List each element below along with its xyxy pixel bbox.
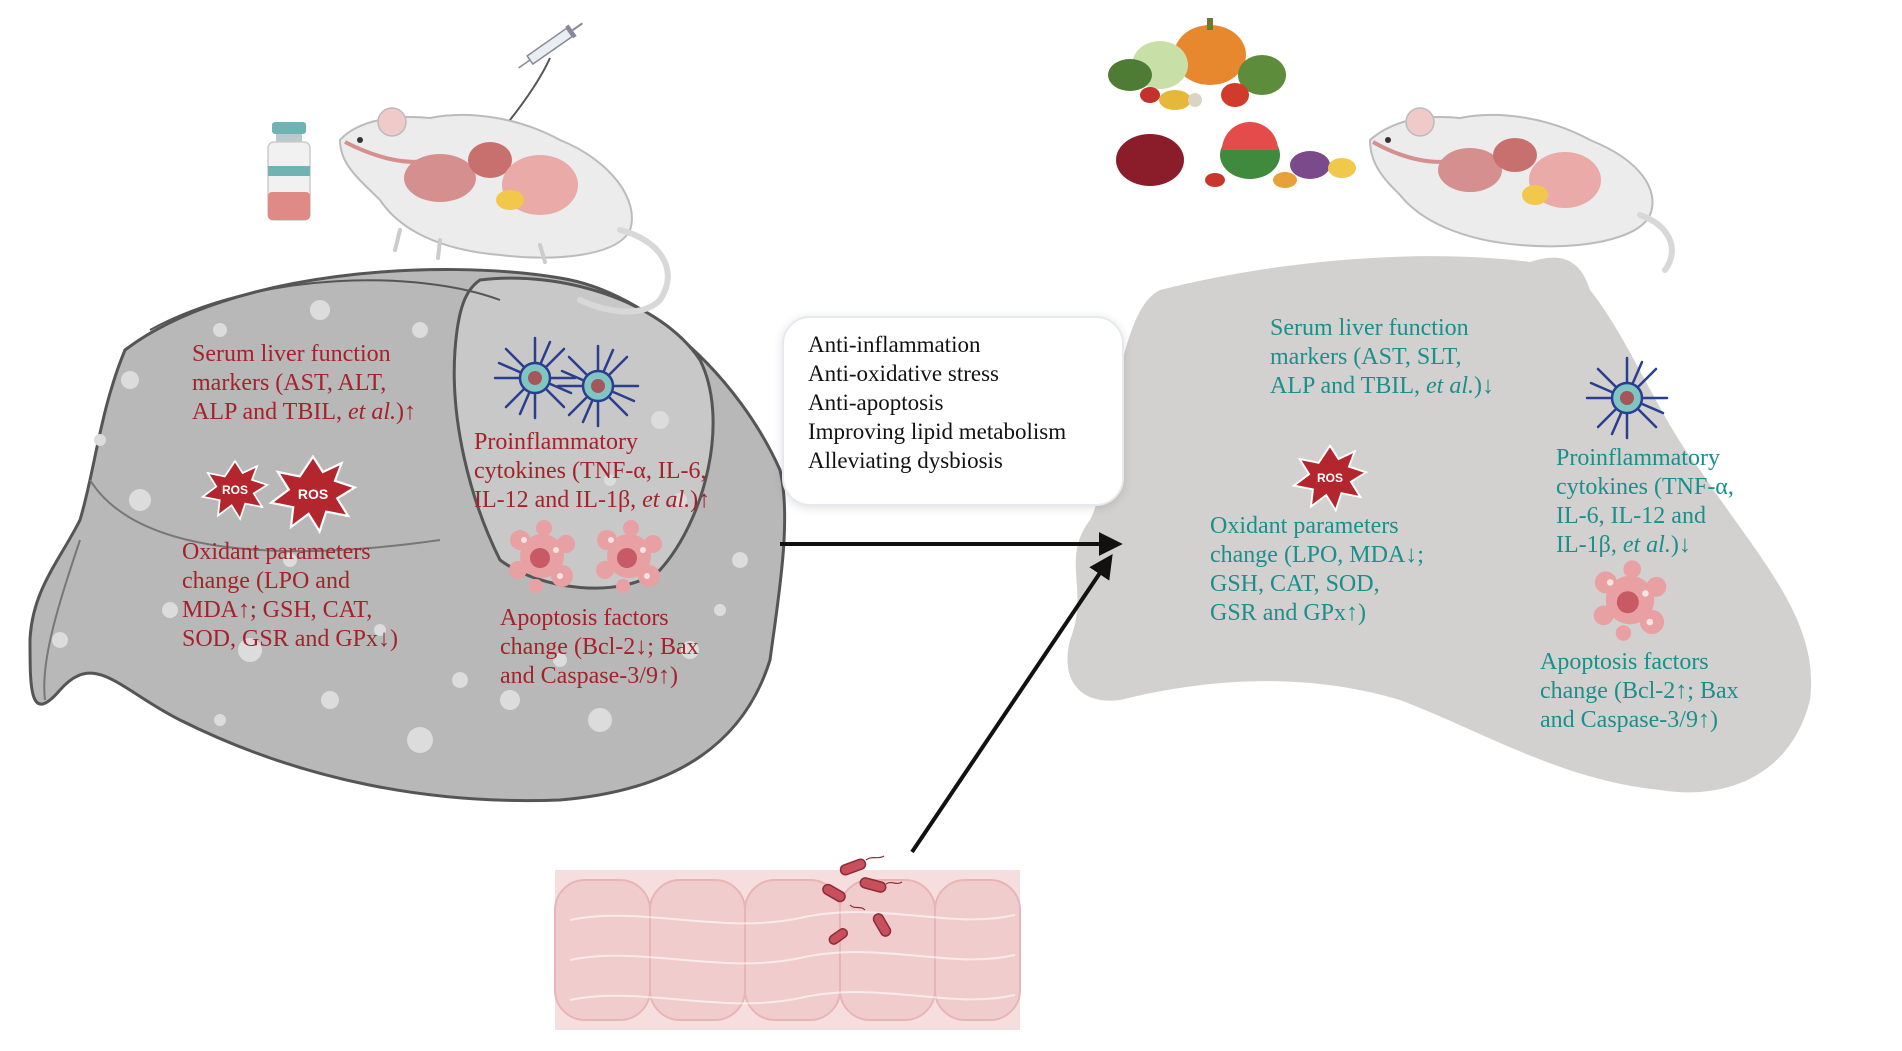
vegetables-icon — [1108, 18, 1286, 110]
right-serum-markers: Serum liver function markers (AST, SLT, … — [1270, 314, 1494, 401]
right-proinflammatory-cytokines: Proinflammatory cytokines (TNF-α, IL-6, … — [1556, 444, 1734, 560]
left-oxidant-parameters: Oxidant parameters change (LPO and MDA↑;… — [182, 538, 398, 654]
text-line: change (LPO, MDA↓; — [1210, 542, 1424, 568]
text-line: SOD, GSR and GPx↓) — [182, 626, 399, 652]
text-line: Oxidant parameters — [182, 539, 371, 565]
text-line: Apoptosis factors — [500, 605, 669, 631]
text-line: Proinflammatory — [1556, 445, 1720, 471]
up-arrow: )↑ — [396, 399, 416, 425]
fruits-icon — [1116, 122, 1356, 188]
intestine-icon — [554, 870, 1021, 1030]
text-line: markers (AST, SLT, — [1270, 344, 1462, 370]
effect-item: Alleviating dysbiosis — [808, 448, 1003, 473]
cytokine-icon — [493, 336, 577, 420]
text-line: IL-12 and IL-1β, — [474, 487, 643, 513]
text-line: change (Bcl-2↓; Bax — [500, 634, 699, 660]
text-line: Apoptosis factors — [1540, 649, 1709, 675]
text-line: and Caspase-3/9↑) — [500, 663, 678, 689]
svg-text:ROS: ROS — [298, 486, 328, 502]
cytokine-icon — [556, 344, 640, 428]
text-line: markers (AST, ALT, — [192, 370, 387, 396]
damaged-liver — [28, 268, 787, 803]
text-line: cytokines (TNF-α, — [1556, 474, 1734, 500]
text-line: ALP and TBIL, — [192, 399, 348, 425]
effect-item: Anti-apoptosis — [808, 390, 944, 415]
text-line: MDA↑; GSH, CAT, — [182, 597, 373, 623]
down-arrow: )↓ — [1474, 373, 1494, 399]
left-apoptosis-factors: Apoptosis factors change (Bcl-2↓; Bax an… — [500, 604, 699, 691]
et-al: et al. — [1426, 373, 1474, 399]
text-line: and Caspase-3/9↑) — [1540, 707, 1718, 733]
text-line: cytokines (TNF-α, IL-6, — [474, 458, 707, 484]
effect-item: Anti-oxidative stress — [808, 361, 999, 386]
et-al: et al. — [348, 399, 396, 425]
text-line: GSR and GPx↑) — [1210, 600, 1367, 626]
mouse-icon — [338, 107, 671, 315]
text-line: Proinflammatory — [474, 429, 638, 455]
text-line: Oxidant parameters — [1210, 513, 1399, 539]
text-line: Serum liver function — [192, 341, 391, 367]
text-line: change (LPO and — [182, 568, 350, 594]
bacteria-icon — [822, 858, 892, 945]
right-apoptosis-factors: Apoptosis factors change (Bcl-2↑; Bax an… — [1540, 648, 1739, 735]
text-line: change (Bcl-2↑; Bax — [1540, 678, 1739, 704]
right-oxidant-parameters: Oxidant parameters change (LPO, MDA↓; GS… — [1210, 512, 1424, 628]
svg-text:ROS: ROS — [1317, 471, 1343, 485]
ros-burst-icon: ROS — [201, 460, 269, 520]
effect-item: Anti-inflammation — [808, 332, 981, 357]
text-line: GSH, CAT, SOD, — [1210, 571, 1380, 597]
left-serum-markers: Serum liver function markers (AST, ALT, … — [192, 340, 416, 427]
gut-arrow — [910, 554, 1113, 854]
vial-icon — [267, 122, 311, 221]
left-proinflammatory-cytokines: Proinflammatory cytokines (TNF-α, IL-6, … — [474, 428, 710, 515]
up-arrow: )↑ — [690, 487, 711, 513]
effects-callout: Anti-inflammation Anti-oxidative stress … — [782, 316, 1124, 506]
text-line: Serum liver function — [1270, 315, 1469, 341]
text-line: IL-1β, — [1556, 532, 1623, 558]
mouse-icon — [1368, 107, 1675, 273]
down-arrow: )↓ — [1670, 532, 1691, 558]
ros-burst-icon: ROS — [1292, 444, 1368, 512]
effect-item: Improving lipid metabolism — [808, 419, 1067, 444]
text-line: ALP and TBIL, — [1270, 373, 1426, 399]
et-al: et al. — [642, 487, 691, 513]
svg-text:ROS: ROS — [222, 483, 248, 497]
ros-burst-icon: ROS — [270, 455, 356, 533]
cytokine-icon — [1585, 356, 1669, 440]
text-line: IL-6, IL-12 and — [1556, 503, 1706, 529]
et-al: et al. — [1622, 532, 1671, 558]
